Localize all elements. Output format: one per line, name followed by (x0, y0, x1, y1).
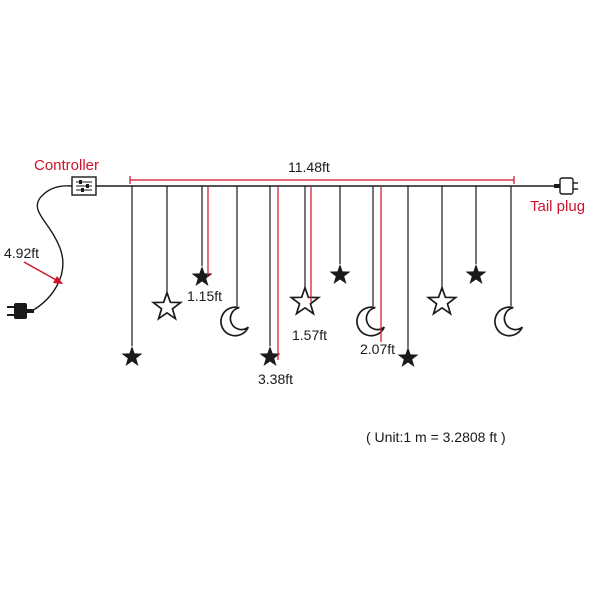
dimension-label-1-15: 1.15ft (187, 288, 222, 304)
moon-icon (356, 306, 386, 337)
total-length-label: 11.48ft (288, 159, 330, 175)
tail-plug-label: Tail plug (530, 198, 585, 215)
dimension-label-2-07: 2.07ft (360, 341, 395, 357)
power-plug-icon (7, 303, 34, 319)
tail-plug-icon (554, 177, 578, 195)
pendant-strings (131, 186, 512, 348)
star-outline-icon (427, 286, 457, 315)
controller-label: Controller (34, 157, 99, 174)
star-filled-icon (121, 346, 143, 366)
lead-length-label: 4.92ft (4, 245, 39, 261)
dimension-label-3-38: 3.38ft (258, 371, 293, 387)
moon-icon (494, 306, 524, 337)
star-outline-icon (152, 291, 182, 320)
star-filled-icon (465, 264, 487, 284)
star-filled-icon (329, 264, 351, 284)
star-filled-icon (191, 266, 213, 286)
dimension-label-1-57: 1.57ft (292, 327, 327, 343)
controller-icon (71, 176, 97, 196)
lead-length-arrow (23, 261, 63, 284)
dimension-lines (129, 176, 515, 360)
star-filled-icon (397, 347, 419, 367)
power-cord (29, 185, 73, 313)
moon-icon (220, 306, 250, 337)
star-outline-icon (290, 286, 320, 315)
unit-conversion-note: ( Unit:1 m = 3.2808 ft ) (366, 429, 506, 445)
star-filled-icon (259, 346, 281, 366)
